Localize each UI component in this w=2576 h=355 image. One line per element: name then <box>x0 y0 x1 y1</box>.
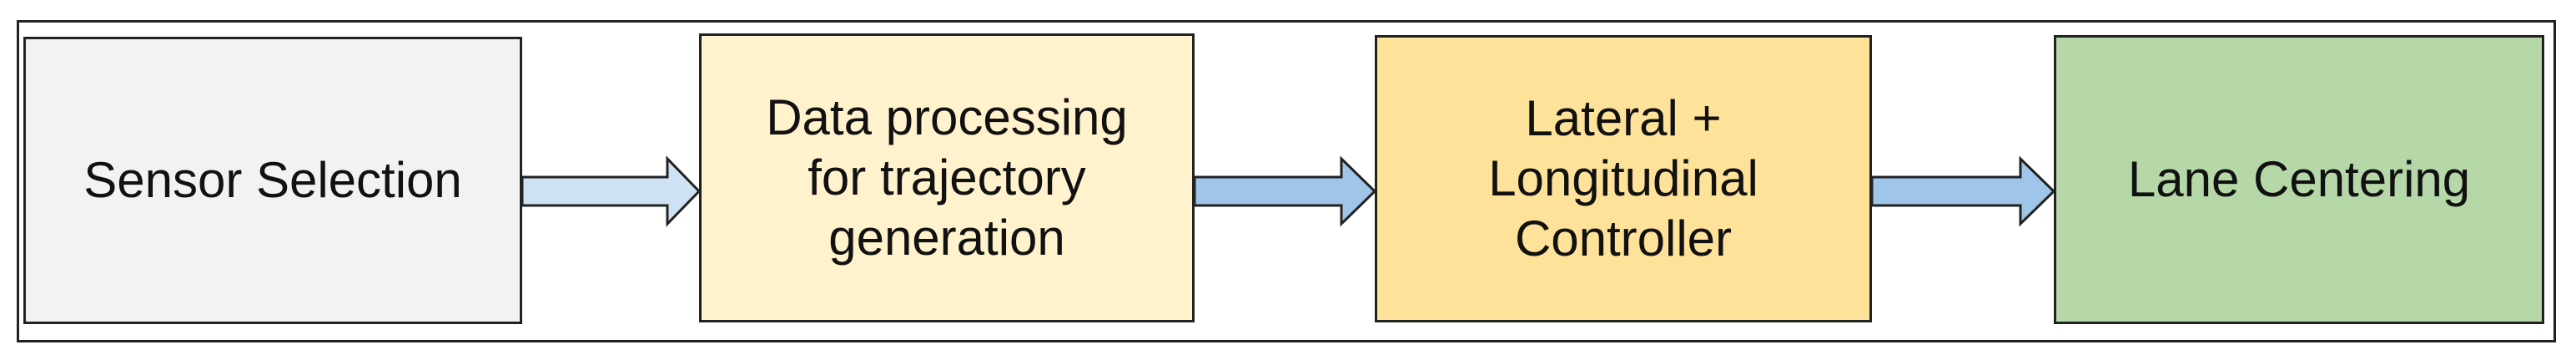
lane-centering-label: Lane Centering <box>2127 151 2471 207</box>
sensor-selection-label: Sensor Selection <box>83 152 462 208</box>
data-processing-box: Data processing for trajectory generatio… <box>699 33 1195 322</box>
sensor-selection-box: Sensor Selection <box>23 37 522 324</box>
controller-label: Lateral + Longitudinal Controller <box>1488 90 1758 266</box>
data-processing-label: Data processing for trajectory generatio… <box>766 89 1128 266</box>
lane-centering-box: Lane Centering <box>2054 35 2544 324</box>
controller-box: Lateral + Longitudinal Controller <box>1375 35 1872 322</box>
